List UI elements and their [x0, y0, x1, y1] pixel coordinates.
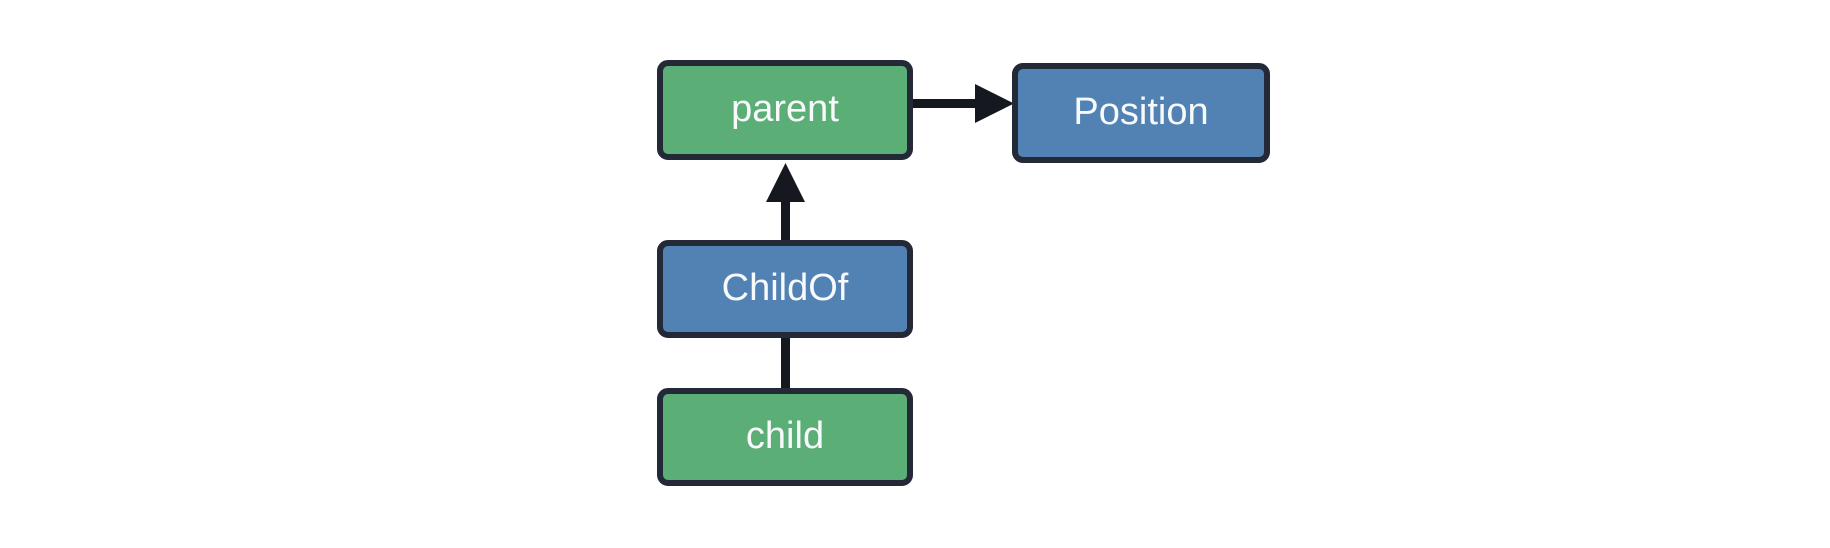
node-childof-label: ChildOf	[722, 267, 849, 309]
edge-child-to-childof[interactable]	[781, 330, 790, 392]
edge-parent-to-position[interactable]	[911, 84, 1014, 123]
node-parent-box[interactable]	[657, 60, 913, 160]
node-childof-box[interactable]	[657, 240, 913, 338]
edge-childof-to-parent[interactable]	[766, 163, 805, 245]
node-position-box[interactable]	[1012, 63, 1270, 163]
node-child-box[interactable]	[657, 388, 913, 486]
edge-parent-to-position-shaft	[911, 99, 982, 108]
node-position-label: Position	[1073, 91, 1208, 133]
edge-child-to-childof-shaft	[781, 330, 790, 392]
edge-parent-to-position-arrowhead	[975, 84, 1014, 123]
edge-layer	[766, 84, 1014, 392]
node-child-label: child	[746, 415, 824, 457]
node-layer: parent Position ChildOf child	[657, 60, 1270, 486]
node-position[interactable]: Position	[1012, 63, 1270, 163]
edge-childof-to-parent-arrowhead	[766, 163, 805, 202]
edge-childof-to-parent-shaft	[781, 190, 790, 245]
node-child[interactable]: child	[657, 388, 913, 486]
node-childof[interactable]: ChildOf	[657, 240, 913, 338]
node-parent-label: parent	[731, 88, 839, 130]
node-parent[interactable]: parent	[657, 60, 913, 160]
